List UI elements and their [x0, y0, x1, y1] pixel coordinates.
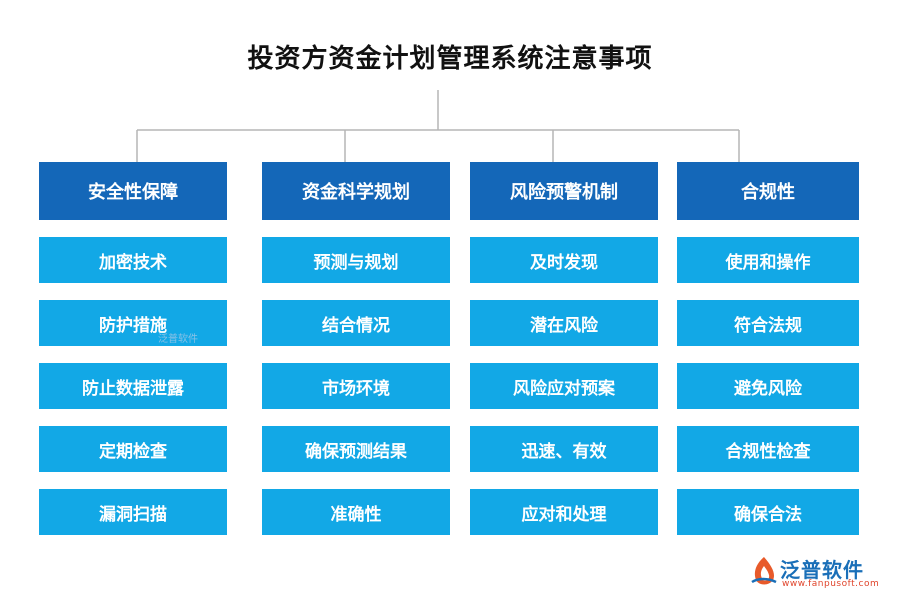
item-box: 防护措施	[39, 300, 227, 346]
logo-url: www.fanpusoft.com	[782, 579, 880, 589]
item-box: 定期检查	[39, 426, 227, 472]
item-box: 避免风险	[677, 363, 859, 409]
item-box: 准确性	[262, 489, 450, 535]
item-box: 漏洞扫描	[39, 489, 227, 535]
diagram-title: 投资方资金计划管理系统注意事项	[247, 44, 653, 74]
column-risk: 风险预警机制 及时发现 潜在风险 风险应对预案 迅速、有效 应对和处理	[470, 162, 658, 535]
heading-risk: 风险预警机制	[470, 162, 658, 220]
column-compliance: 合规性 使用和操作 符合法规 避免风险 合规性检查 确保合法	[677, 162, 859, 535]
item-box: 防止数据泄露	[39, 363, 227, 409]
item-box: 确保合法	[677, 489, 859, 535]
item-box: 符合法规	[677, 300, 859, 346]
item-box: 风险应对预案	[470, 363, 658, 409]
item-box: 潜在风险	[470, 300, 658, 346]
heading-security: 安全性保障	[39, 162, 227, 220]
item-box: 迅速、有效	[470, 426, 658, 472]
column-planning: 资金科学规划 预测与规划 结合情况 市场环境 确保预测结果 准确性	[262, 162, 450, 535]
brand-logo: 泛普软件 www.fanpusoft.com	[750, 554, 890, 594]
column-security: 安全性保障 加密技术 防护措施 防止数据泄露 定期检查 漏洞扫描	[39, 162, 227, 535]
watermark: 泛普软件	[158, 334, 198, 345]
item-box: 确保预测结果	[262, 426, 450, 472]
logo-icon	[751, 557, 777, 585]
item-box: 应对和处理	[470, 489, 658, 535]
item-box: 及时发现	[470, 237, 658, 283]
item-box: 合规性检查	[677, 426, 859, 472]
item-box: 加密技术	[39, 237, 227, 283]
heading-planning: 资金科学规划	[262, 162, 450, 220]
item-box: 预测与规划	[262, 237, 450, 283]
item-box: 结合情况	[262, 300, 450, 346]
item-box: 市场环境	[262, 363, 450, 409]
heading-compliance: 合规性	[677, 162, 859, 220]
item-box: 使用和操作	[677, 237, 859, 283]
logo-name: 泛普软件	[780, 558, 864, 582]
